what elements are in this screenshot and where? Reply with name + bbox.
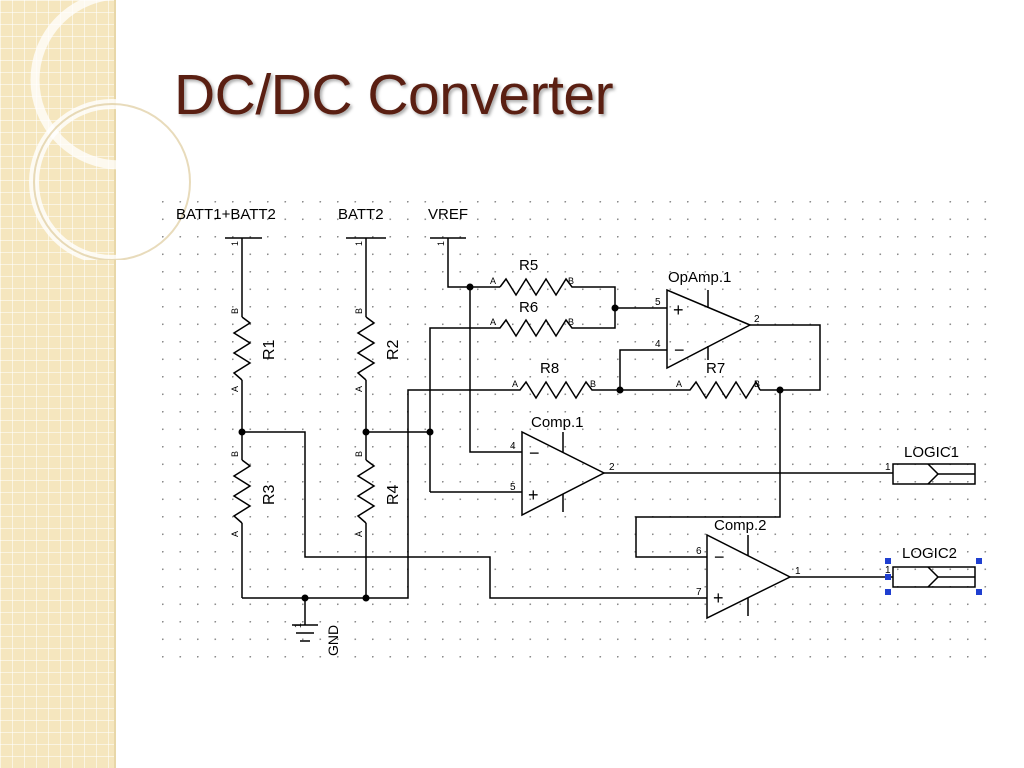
selection-handles[interactable]	[885, 558, 982, 595]
logic1-port	[892, 463, 976, 485]
wires	[241, 238, 893, 625]
resistor-label-r3: R3	[261, 484, 278, 505]
side-panel-edge	[114, 0, 116, 768]
port-label-logic2: LOGIC2	[902, 545, 957, 562]
pin-label: 2	[609, 462, 615, 473]
port-label-batt1-batt2: BATT1+BATT2	[176, 206, 276, 223]
slide-title: DC/DC Converter	[174, 63, 614, 127]
junction-dots	[238, 283, 784, 602]
pin-label: 6	[696, 546, 702, 557]
resistor-label-r7: R7	[706, 360, 725, 377]
comparator-2-plus: +	[713, 588, 724, 608]
pin-label: 5	[655, 297, 661, 308]
pin-label: A	[676, 379, 682, 389]
pin-label: 4	[655, 339, 661, 350]
opamp-1-label: OpAmp.1	[668, 269, 731, 286]
ground-symbol	[292, 624, 318, 642]
comparator-2-minus: −	[714, 547, 725, 567]
pin-label: 1	[354, 241, 364, 246]
pin-label: 1	[885, 565, 891, 576]
pin-label: B	[230, 451, 240, 457]
pin-label: B	[354, 451, 364, 457]
dot-grid	[160, 198, 992, 664]
resistor-label-r8: R8	[540, 360, 559, 377]
pin-label: 5	[510, 482, 516, 493]
pin-label: B	[568, 276, 574, 286]
comparator-1-label: Comp.1	[531, 414, 584, 431]
pin-label: B	[568, 317, 574, 327]
pin-label: 1	[885, 462, 891, 473]
pin-label: A	[354, 531, 364, 537]
pin-label: B	[354, 308, 364, 314]
opamp-1-symbol	[666, 288, 752, 370]
port-label-logic1: LOGIC1	[904, 444, 959, 461]
pin-label: 1	[795, 566, 801, 577]
pin-label: 7	[696, 587, 702, 598]
logic2-port[interactable]	[892, 566, 976, 588]
port-label-batt2: BATT2	[338, 206, 384, 223]
pin-label: 2	[754, 314, 760, 325]
comparator-2-symbol	[706, 533, 792, 620]
pin-label: A	[512, 379, 518, 389]
pin-label: 1	[293, 623, 303, 628]
pin-label: 1	[230, 241, 240, 246]
resistor-label-r5: R5	[519, 257, 538, 274]
opamp-1-minus: −	[674, 340, 685, 360]
resistor-label-r2: R2	[385, 339, 402, 360]
pin-label: 1	[436, 241, 446, 246]
pin-label: A	[230, 386, 240, 392]
pin-label: A	[354, 386, 364, 392]
pin-label: A	[490, 317, 496, 327]
vertical-resistors	[232, 316, 376, 524]
decorative-circles	[29, 0, 200, 260]
pin-label: B	[230, 308, 240, 314]
pin-label: B	[754, 379, 760, 389]
opamp-1-plus: +	[673, 300, 684, 320]
resistor-label-r6: R6	[519, 299, 538, 316]
ground-label: GND	[325, 625, 341, 656]
resistor-label-r4: R4	[385, 484, 402, 505]
port-label-vref: VREF	[428, 206, 468, 223]
pin-label: A	[490, 276, 496, 286]
pin-label: B	[590, 379, 596, 389]
resistor-label-r1: R1	[261, 339, 278, 360]
pin-label: A	[230, 531, 240, 537]
pin-label: 4	[510, 441, 516, 452]
comparator-1-plus: +	[528, 485, 539, 505]
comparator-1-minus: −	[529, 443, 540, 463]
comparator-2-label: Comp.2	[714, 517, 767, 534]
horizontal-resistors	[490, 277, 761, 400]
comparator-1-symbol	[521, 430, 606, 517]
